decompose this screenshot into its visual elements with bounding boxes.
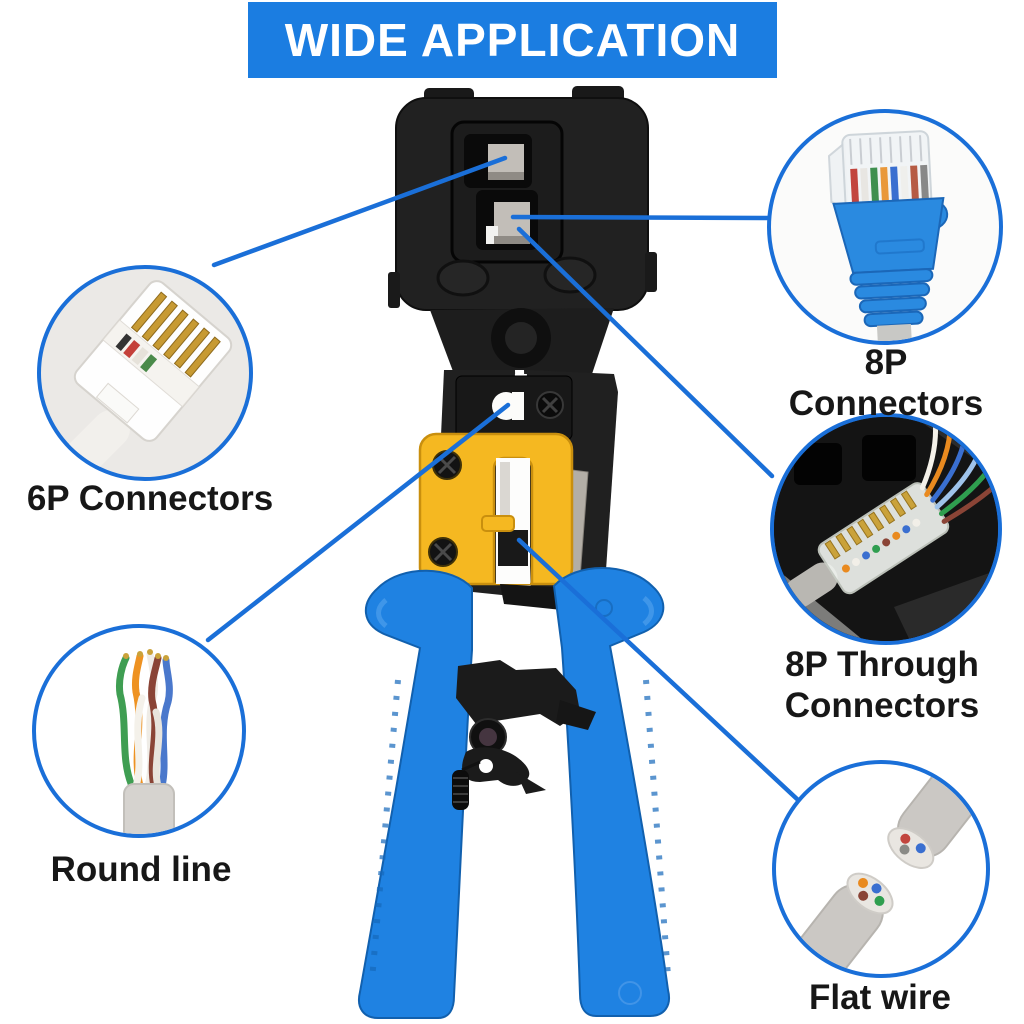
round-line-photo	[116, 649, 175, 834]
callout-line-round	[205, 402, 511, 643]
8p-connector-photo	[827, 130, 949, 341]
6p-connector-photo	[41, 280, 233, 477]
tool-head	[388, 86, 657, 311]
callout-line-6p	[211, 155, 508, 268]
callout-circle-8p-through-connectors	[770, 413, 1002, 645]
banner-title: WIDE APPLICATION	[284, 14, 741, 66]
tool-handles	[358, 567, 671, 1019]
callout-line-flat	[516, 537, 800, 802]
callout-line-8p	[510, 214, 773, 221]
callout-lines	[205, 155, 800, 802]
label-8p-connectors: 8P Connectors	[788, 343, 984, 424]
flat-wire-photo	[776, 764, 986, 974]
left-handle	[358, 569, 473, 1019]
ratchet-mechanism	[452, 660, 596, 810]
callout-circle-6p-connectors	[37, 265, 253, 481]
8p-through-connector-photo	[774, 417, 998, 641]
label-flat-wire: Flat wire	[809, 978, 951, 1017]
label-round-line: Round line	[50, 850, 232, 889]
callout-circle-round-line	[32, 624, 246, 838]
callout-circle-flat-wire	[772, 760, 990, 978]
label-6p-connectors: 6P Connectors	[26, 479, 274, 518]
right-handle	[552, 567, 670, 1017]
callout-circle-8p-connectors	[767, 109, 1003, 345]
label-8p-through-connectors: 8P Through Connectors	[784, 645, 980, 726]
stripper-guard-yellow	[418, 432, 574, 610]
header-banner: WIDE APPLICATION	[248, 2, 777, 78]
callout-line-8p-through	[516, 226, 775, 479]
